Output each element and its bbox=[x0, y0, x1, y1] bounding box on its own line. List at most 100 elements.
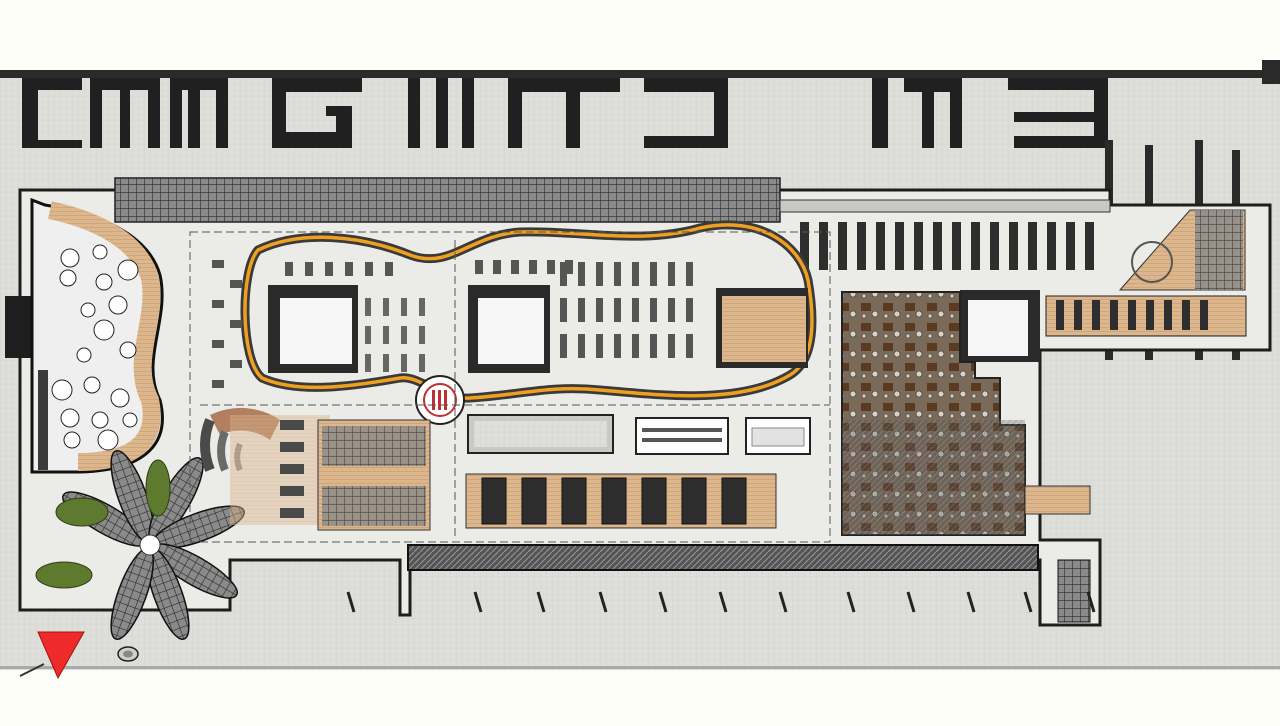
shelf bbox=[401, 354, 407, 372]
upper-right-seating bbox=[779, 199, 1111, 270]
round-table bbox=[122, 412, 138, 428]
view-direction-marker-icon[interactable] bbox=[19, 631, 85, 680]
shelf bbox=[578, 262, 585, 286]
round-table bbox=[83, 376, 101, 394]
shelf bbox=[686, 334, 693, 358]
shelf bbox=[230, 280, 242, 288]
shelf bbox=[383, 298, 389, 316]
central-kiosk bbox=[415, 375, 465, 425]
shelf bbox=[419, 354, 425, 372]
shelf bbox=[419, 326, 425, 344]
shelf bbox=[345, 262, 353, 276]
booth bbox=[1146, 300, 1154, 330]
pergola-roof-strip bbox=[114, 177, 781, 223]
north-edge-wall bbox=[0, 70, 1280, 78]
booth bbox=[1092, 300, 1100, 330]
booth bbox=[1128, 300, 1136, 330]
shelf bbox=[365, 262, 373, 276]
shelf bbox=[614, 262, 621, 286]
seat-row bbox=[990, 222, 999, 270]
south-edge bbox=[0, 666, 1280, 669]
seat-row bbox=[876, 222, 885, 270]
east-wing bbox=[1045, 209, 1247, 337]
booth bbox=[1182, 300, 1190, 330]
round-table bbox=[63, 431, 81, 449]
shelf bbox=[668, 262, 675, 286]
seat-row bbox=[1047, 222, 1056, 270]
shelf bbox=[365, 354, 371, 372]
shelf bbox=[686, 298, 693, 322]
stall bbox=[521, 477, 547, 525]
bench bbox=[718, 591, 728, 613]
shelf bbox=[560, 262, 567, 286]
shelf bbox=[560, 334, 567, 358]
shelf bbox=[365, 298, 371, 316]
shelf bbox=[325, 262, 333, 276]
bench bbox=[598, 591, 608, 613]
shelf bbox=[401, 298, 407, 316]
shelf bbox=[614, 334, 621, 358]
bench bbox=[473, 591, 483, 613]
shelf bbox=[280, 420, 304, 430]
bench bbox=[846, 591, 856, 613]
bench bbox=[966, 591, 976, 613]
shelf bbox=[280, 486, 304, 496]
round-table bbox=[91, 411, 109, 429]
shelf bbox=[614, 298, 621, 322]
stall bbox=[641, 477, 667, 525]
seat-row bbox=[933, 222, 942, 270]
seat-row bbox=[1009, 222, 1018, 270]
shelf bbox=[385, 262, 393, 276]
round-table bbox=[110, 388, 130, 408]
round-table bbox=[51, 379, 73, 401]
shelf bbox=[596, 298, 603, 322]
round-table bbox=[97, 429, 119, 451]
shelf bbox=[493, 260, 501, 274]
shelf bbox=[686, 262, 693, 286]
planters bbox=[35, 459, 171, 589]
shelf bbox=[596, 262, 603, 286]
shelf bbox=[419, 298, 425, 316]
shelf bbox=[280, 508, 304, 518]
bench bbox=[658, 591, 668, 613]
booth bbox=[1110, 300, 1118, 330]
block-lettering bbox=[22, 78, 1108, 148]
courtyard-voids bbox=[268, 285, 1040, 373]
shelf bbox=[212, 300, 224, 308]
shelf bbox=[632, 334, 639, 358]
seat-row bbox=[914, 222, 923, 270]
shelf bbox=[560, 298, 567, 322]
stall bbox=[681, 477, 707, 525]
shelf bbox=[565, 260, 573, 274]
seat-row bbox=[857, 222, 866, 270]
service-counters bbox=[467, 414, 811, 455]
seat-row bbox=[838, 222, 847, 270]
seat-row bbox=[819, 222, 828, 270]
shelf bbox=[383, 354, 389, 372]
shelf bbox=[212, 380, 224, 388]
seat-row bbox=[1085, 222, 1094, 270]
booth bbox=[1164, 300, 1172, 330]
round-table bbox=[108, 295, 128, 315]
seat-row bbox=[1066, 222, 1075, 270]
stall bbox=[601, 477, 627, 525]
shelf bbox=[547, 260, 555, 274]
shelf bbox=[632, 298, 639, 322]
round-table bbox=[60, 248, 80, 268]
seat-row bbox=[800, 222, 809, 270]
camera-icon[interactable] bbox=[117, 646, 139, 662]
booth bbox=[1200, 300, 1208, 330]
booth bbox=[1056, 300, 1064, 330]
shelf bbox=[401, 326, 407, 344]
south-pergola bbox=[407, 544, 1091, 623]
bench bbox=[778, 591, 788, 613]
round-table bbox=[92, 244, 108, 260]
shelf bbox=[383, 326, 389, 344]
bench bbox=[906, 591, 916, 613]
shelf bbox=[632, 262, 639, 286]
stall bbox=[481, 477, 507, 525]
shelf bbox=[650, 298, 657, 322]
dining-hall bbox=[841, 291, 1091, 536]
shelf bbox=[230, 320, 242, 328]
